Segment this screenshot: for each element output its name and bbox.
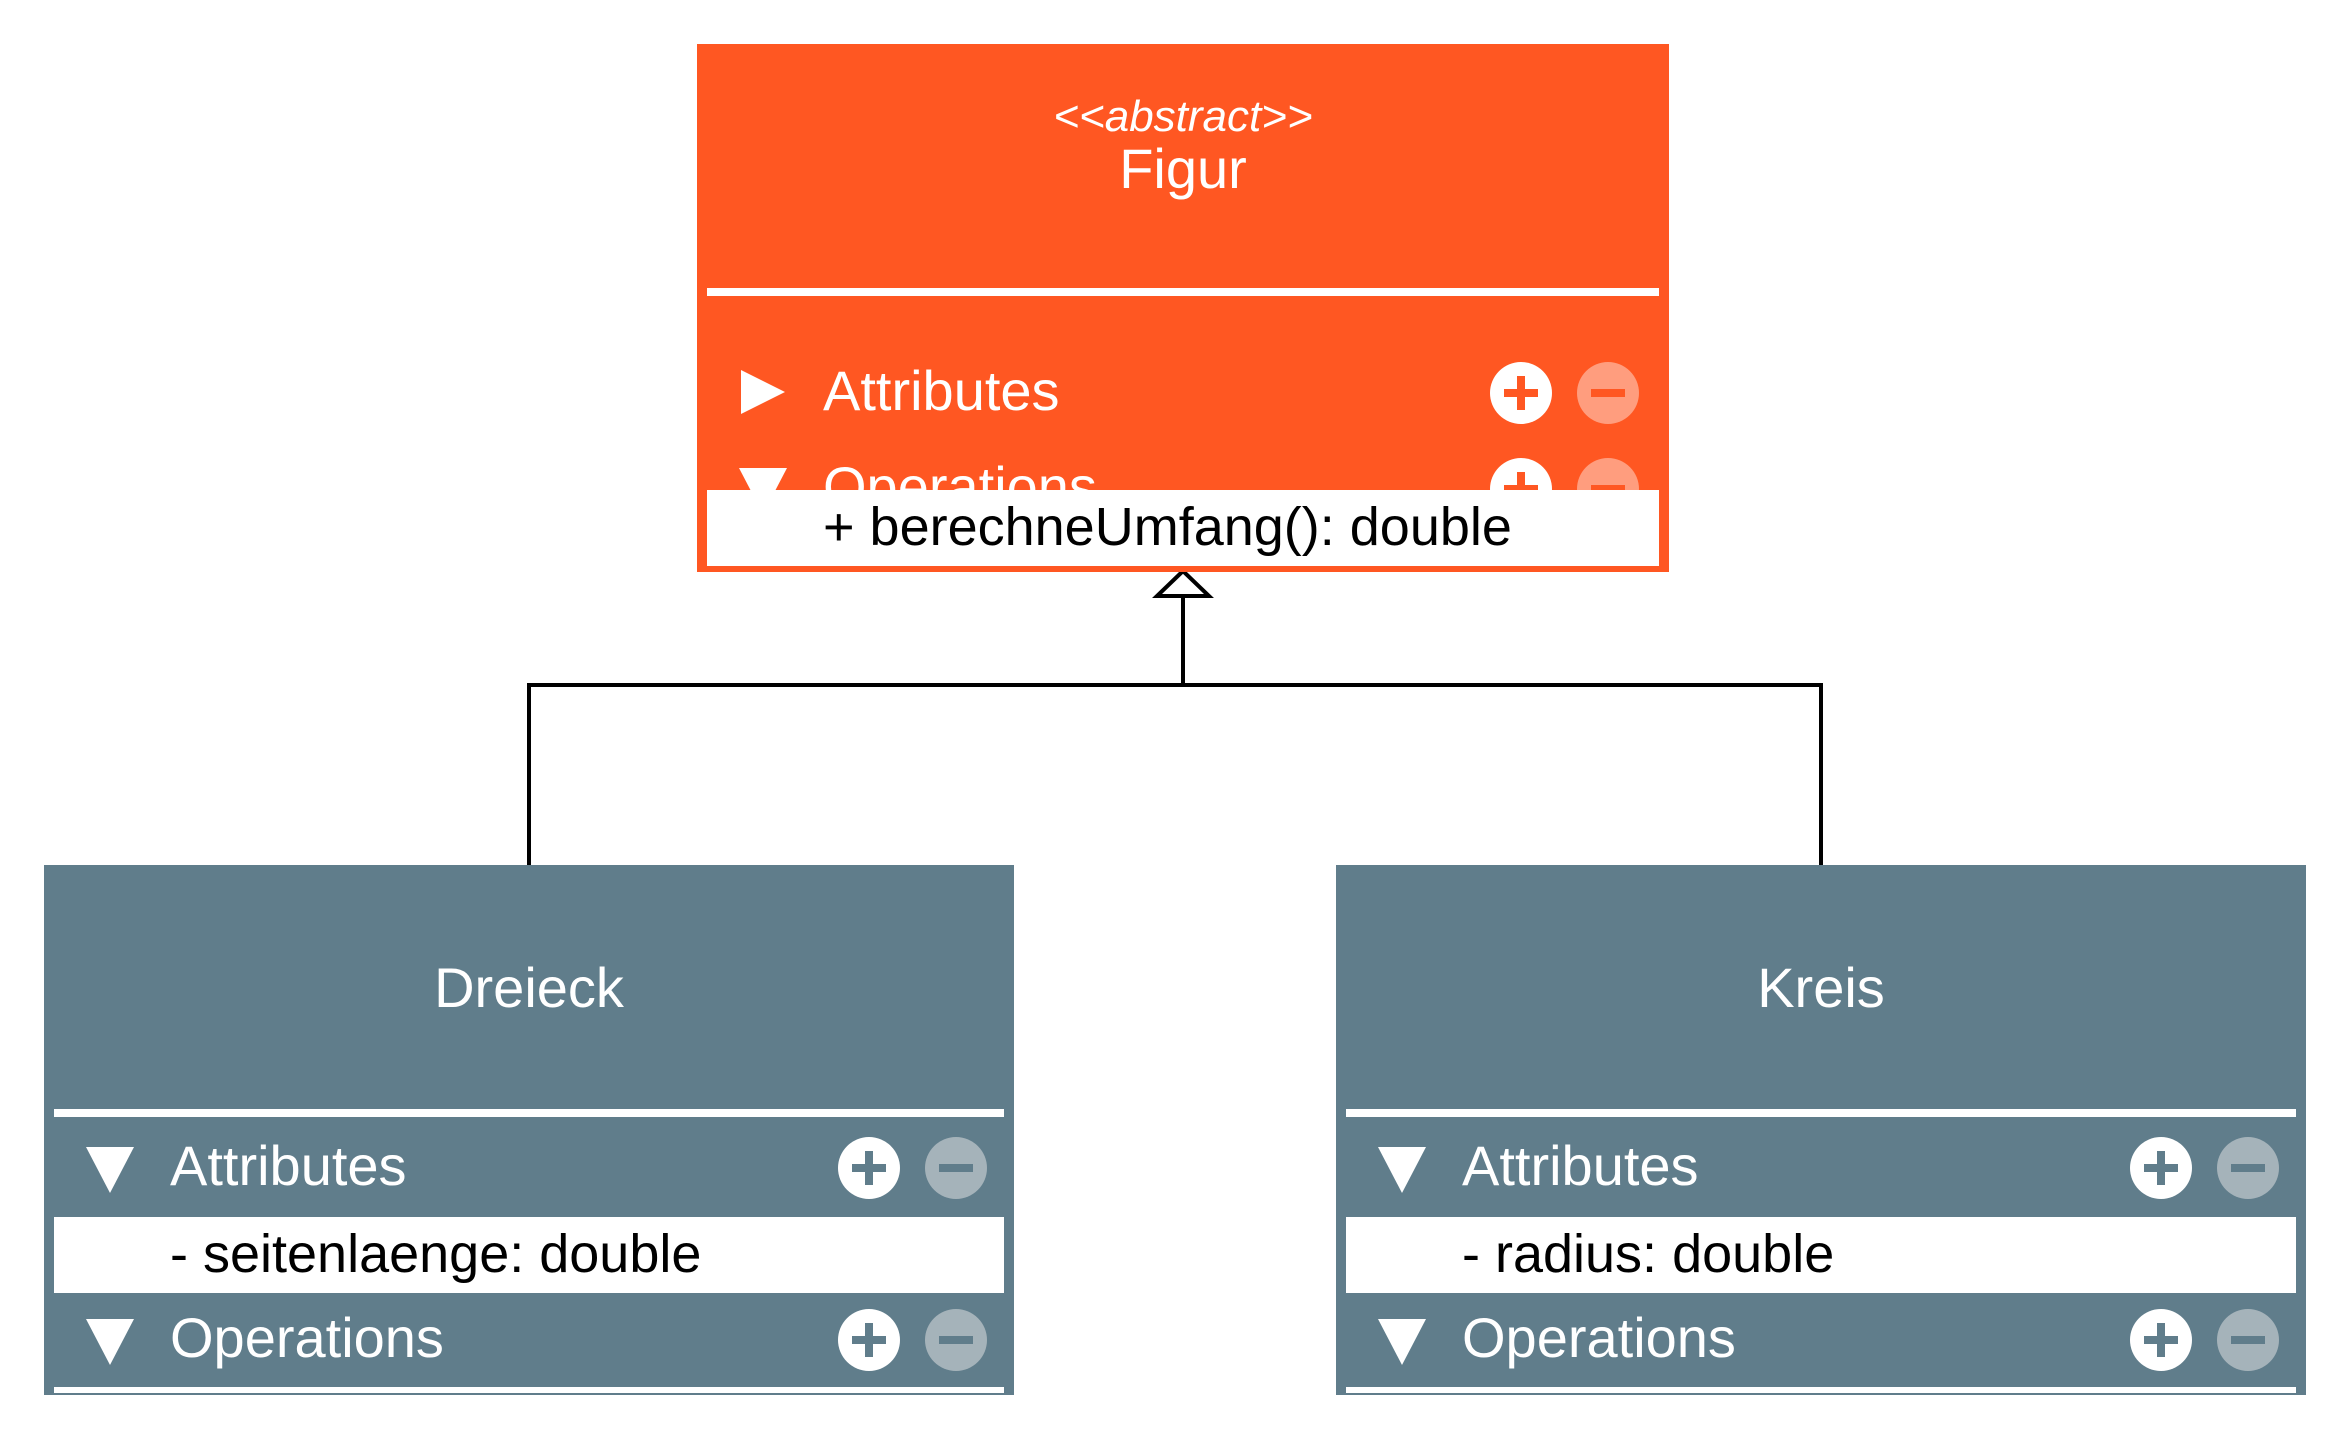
- triangle-right-icon[interactable]: [733, 362, 793, 435]
- attributes-section-toggle[interactable]: Attributes: [44, 1117, 1014, 1213]
- remove-operation-button[interactable]: [925, 1309, 987, 1371]
- operations-label: Operations: [1462, 1306, 1736, 1369]
- class-kreis[interactable]: Kreis Attributes - radius: double Operat…: [1336, 865, 2306, 1395]
- operations-section-toggle[interactable]: Operations: [44, 1289, 1014, 1385]
- add-attribute-button[interactable]: [1490, 362, 1552, 424]
- triangle-down-icon[interactable]: [1372, 1309, 1432, 1382]
- triangle-down-icon[interactable]: [1372, 1137, 1432, 1210]
- remove-operation-button[interactable]: [2217, 1309, 2279, 1371]
- attributes-label: Attributes: [823, 359, 1060, 422]
- operation-row[interactable]: + berechneUmfang(): double: [707, 490, 1659, 566]
- operations-section-toggle[interactable]: Operations: [1336, 1289, 2306, 1385]
- add-operation-button[interactable]: [838, 1309, 900, 1371]
- add-attribute-button[interactable]: [2130, 1137, 2192, 1199]
- operation-text: + berechneUmfang(): double: [823, 497, 1512, 557]
- remove-attribute-button[interactable]: [2217, 1137, 2279, 1199]
- header-separator: [1346, 1109, 2296, 1117]
- attributes-label: Attributes: [170, 1134, 407, 1197]
- header-separator: [54, 1109, 1004, 1117]
- triangle-down-icon[interactable]: [80, 1137, 140, 1210]
- add-attribute-button[interactable]: [838, 1137, 900, 1199]
- operations-label: Operations: [170, 1306, 444, 1369]
- bottom-separator: [1346, 1387, 2296, 1393]
- remove-attribute-button[interactable]: [925, 1137, 987, 1199]
- generalization-arrowhead: [1152, 568, 1214, 598]
- remove-attribute-button[interactable]: [1577, 362, 1639, 424]
- class-dreieck[interactable]: Dreieck Attributes - seitenlaenge: doubl…: [44, 865, 1014, 1395]
- class-figur[interactable]: <<abstract>> Figur Attributes Operations…: [697, 44, 1669, 572]
- class-name: Dreieck: [434, 956, 624, 1019]
- bottom-separator: [54, 1387, 1004, 1393]
- header-separator: [707, 288, 1659, 296]
- stereotype-label: <<abstract>>: [1053, 92, 1313, 141]
- attribute-text: - seitenlaenge: double: [170, 1224, 702, 1284]
- class-name: Kreis: [1757, 956, 1885, 1019]
- generalization-line: [527, 683, 1823, 865]
- attribute-row[interactable]: - seitenlaenge: double: [54, 1217, 1004, 1293]
- class-name: Figur: [1119, 137, 1247, 200]
- add-operation-button[interactable]: [2130, 1309, 2192, 1371]
- attributes-section-toggle[interactable]: Attributes: [1336, 1117, 2306, 1213]
- attribute-text: - radius: double: [1462, 1224, 1835, 1284]
- attributes-label: Attributes: [1462, 1134, 1699, 1197]
- attribute-row[interactable]: - radius: double: [1346, 1217, 2296, 1293]
- attributes-section-toggle[interactable]: Attributes: [697, 342, 1669, 438]
- triangle-down-icon[interactable]: [80, 1309, 140, 1382]
